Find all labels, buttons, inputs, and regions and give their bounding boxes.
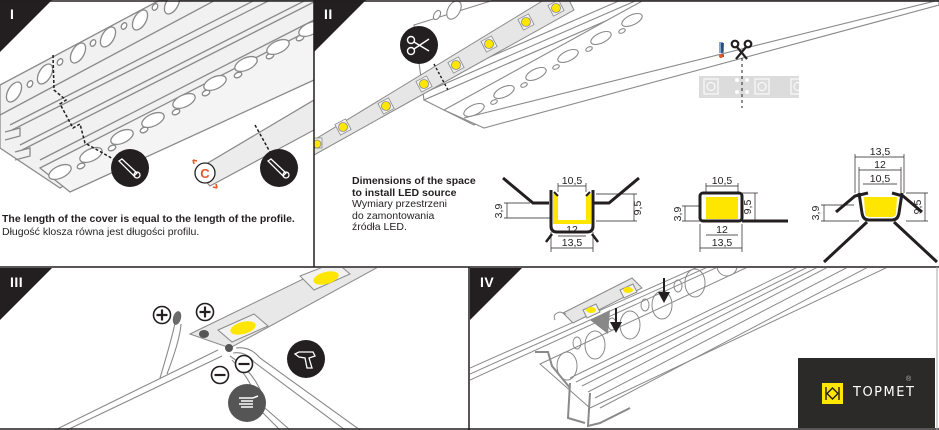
minus-icon — [234, 354, 254, 374]
caption-en: The length of the cover is equal to the … — [2, 213, 295, 225]
saw-icon — [111, 149, 149, 187]
caption: The length of the cover is equal to the … — [2, 213, 312, 238]
mounting-illustration — [470, 268, 887, 428]
step-number: III — [10, 274, 24, 290]
dim-a-inner: 12 — [566, 224, 578, 236]
step-number: II — [324, 6, 333, 22]
saw-icon — [260, 149, 298, 187]
step-number: I — [10, 6, 15, 22]
dim-c-outer: 13,5 — [870, 146, 891, 158]
arrow-down-icon — [658, 278, 670, 303]
dim-b-inner: 12 — [716, 224, 728, 236]
cut-line — [52, 54, 116, 161]
arrow-down-icon — [610, 308, 622, 333]
profile-illustration — [0, 0, 314, 193]
wiring-illustration — [54, 268, 378, 430]
brand-name: TOPMET — [853, 385, 916, 400]
dim-a-outer: 13,5 — [562, 237, 583, 249]
solder-wire-icon — [228, 384, 266, 422]
step-number: IV — [480, 274, 495, 290]
plus-icon — [152, 305, 172, 325]
minus-icon — [210, 365, 230, 385]
registered-mark: ® — [906, 376, 912, 383]
dim-a-left-height: 3,9 — [493, 204, 505, 219]
dim-c-right-height: 9,5 — [912, 200, 924, 215]
panel-step-1: C I The length of the cover is equal to … — [0, 0, 314, 266]
step-badge — [470, 268, 522, 320]
dim-c-inner: 12 — [874, 159, 886, 171]
dim-a-right-height: 9,5 — [632, 201, 644, 216]
dim-c-top: 10,5 — [870, 173, 891, 185]
cross-section-c — [822, 191, 939, 264]
soldering-iron-icon — [287, 340, 325, 378]
dim-b-left-height: 3,9 — [672, 207, 684, 222]
scissors-icon — [400, 26, 438, 64]
brand-mark-icon — [822, 383, 843, 404]
cross-section-b — [698, 191, 788, 223]
dim-b-outer: 13,5 — [712, 237, 733, 249]
dim-a-top: 10,5 — [562, 175, 583, 187]
brand-logo: TOPMET ® — [798, 358, 935, 428]
cut-here-icon — [730, 39, 753, 60]
dim-c-left-height: 3,9 — [810, 206, 822, 221]
step-badge — [0, 268, 52, 320]
caption-pl: Długość klosza równa jest długości profi… — [2, 225, 200, 238]
cover-symbol: C — [200, 166, 210, 181]
step-badge — [314, 0, 366, 52]
led-strip-illustration: ! — [314, 0, 939, 264]
panel-step-2: ! — [314, 0, 939, 266]
cover-c-icon: C — [192, 159, 218, 189]
dim-b-top: 10,5 — [712, 175, 733, 187]
step-badge — [0, 0, 52, 52]
panel-step-3: III — [0, 268, 468, 430]
dim-b-right-height: 9,5 — [742, 200, 754, 215]
plus-icon — [195, 302, 215, 322]
